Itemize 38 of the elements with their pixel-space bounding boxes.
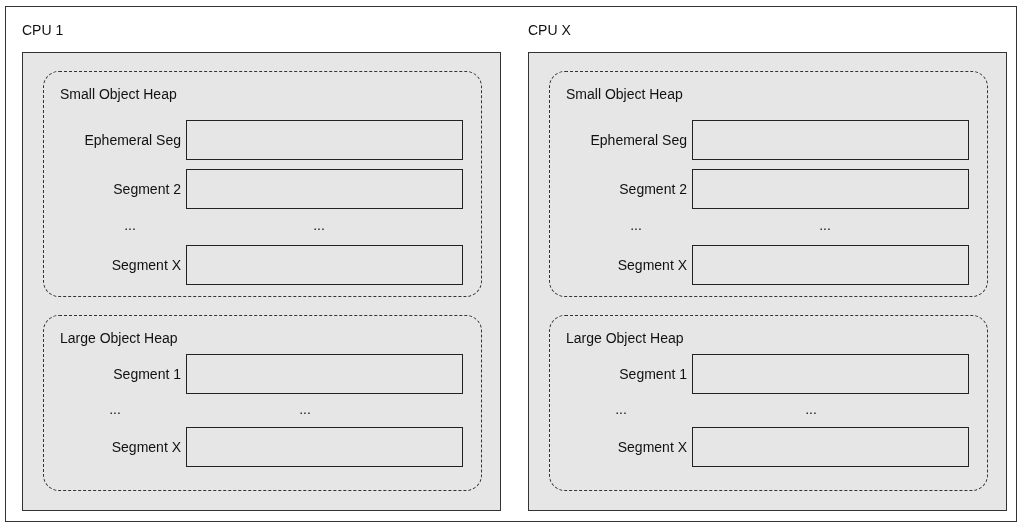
- ellipsis: ...: [819, 218, 831, 232]
- ellipsis: ...: [109, 402, 121, 416]
- segment-label: Ephemeral Seg: [84, 131, 181, 149]
- heap-title: Small Object Heap: [566, 85, 683, 103]
- segment-box: [692, 120, 969, 160]
- cpu-title: CPU 1: [22, 21, 64, 40]
- ellipsis: ...: [615, 402, 627, 416]
- segment-label: Segment X: [617, 438, 687, 456]
- segment-box: [186, 354, 463, 394]
- segment-box: [186, 427, 463, 467]
- segment-label: Segment X: [617, 256, 687, 274]
- heap-title: Small Object Heap: [60, 85, 177, 103]
- segment-box: [692, 245, 969, 285]
- segment-box: [692, 354, 969, 394]
- segment-box: [692, 169, 969, 209]
- segment-box: [186, 169, 463, 209]
- ellipsis: ...: [630, 218, 642, 232]
- cpu-title: CPU X: [528, 21, 571, 40]
- segment-box: [186, 120, 463, 160]
- segment-label: Segment X: [111, 438, 181, 456]
- heap-region: [549, 315, 988, 491]
- segment-box: [692, 427, 969, 467]
- segment-label: Segment 2: [113, 180, 181, 198]
- ellipsis: ...: [313, 218, 325, 232]
- heap-region: [549, 71, 988, 297]
- heap-title: Large Object Heap: [566, 329, 684, 347]
- segment-label: Segment 2: [619, 180, 687, 198]
- ellipsis: ...: [299, 402, 311, 416]
- heap-region: [43, 315, 482, 491]
- heap-region: [43, 71, 482, 297]
- segment-label: Segment 1: [619, 365, 687, 383]
- ellipsis: ...: [124, 218, 136, 232]
- segment-label: Segment 1: [113, 365, 181, 383]
- segment-box: [186, 245, 463, 285]
- segment-label: Ephemeral Seg: [590, 131, 687, 149]
- segment-label: Segment X: [111, 256, 181, 274]
- ellipsis: ...: [805, 402, 817, 416]
- heap-title: Large Object Heap: [60, 329, 178, 347]
